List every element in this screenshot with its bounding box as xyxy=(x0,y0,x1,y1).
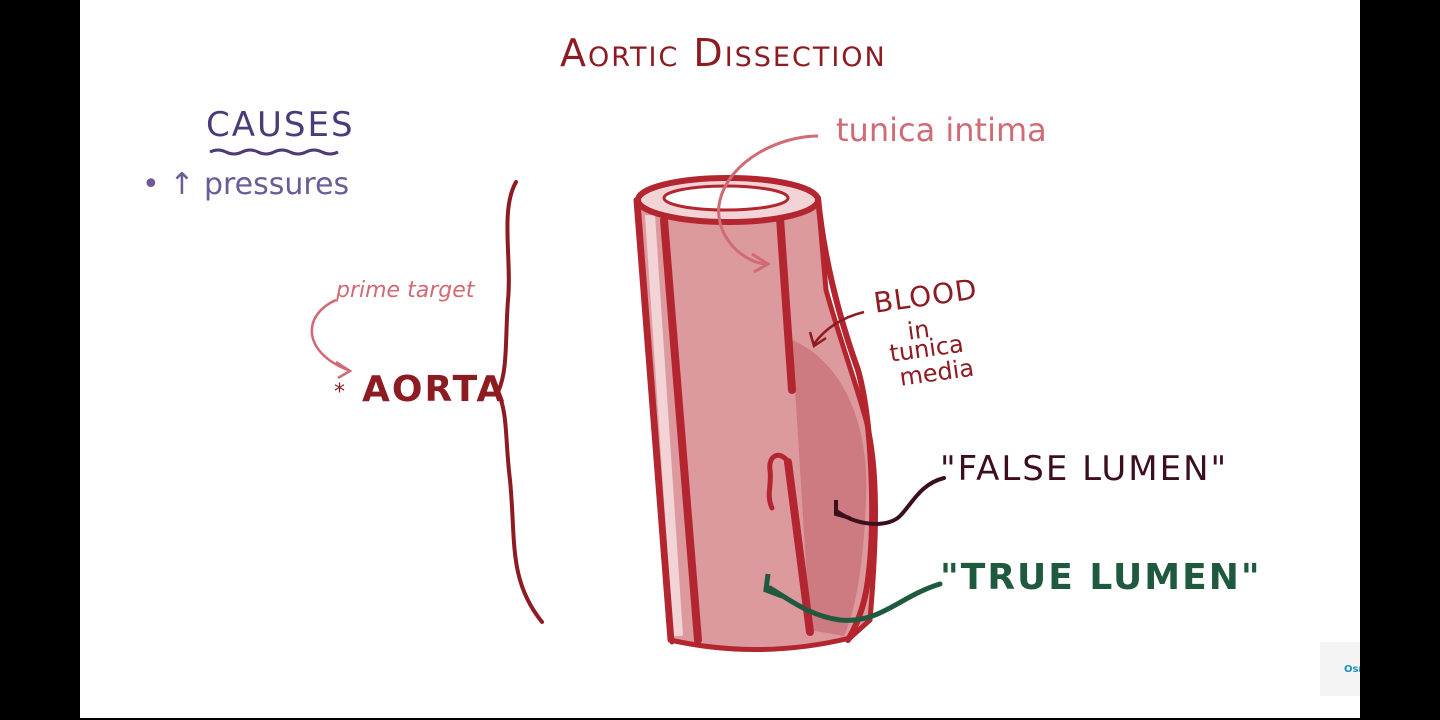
true-lumen-label: "TRUE LUMEN" xyxy=(940,557,1262,598)
false-lumen-label: "FALSE LUMEN" xyxy=(940,449,1229,489)
curly-brace xyxy=(495,180,544,624)
intima-flap-upper xyxy=(776,214,796,394)
false-lumen-arrow xyxy=(836,476,946,526)
tunica-intima-arrow xyxy=(717,134,819,266)
vessel-wall-left-outer xyxy=(635,199,675,645)
star-icon: * xyxy=(334,380,345,405)
blood-arrow xyxy=(812,310,865,345)
vessel-wall-right xyxy=(815,195,876,643)
intima-flap-lower xyxy=(784,458,814,636)
causes-item: • ↑ pressures xyxy=(142,170,349,200)
causes-item-label: pressures xyxy=(203,167,350,202)
bullet-icon: • xyxy=(142,167,160,202)
true-lumen-arrowhead xyxy=(763,573,783,599)
true-lumen-arrow xyxy=(767,581,943,623)
watermark-text: Osmosis xyxy=(1343,663,1360,675)
intima-tear-hook xyxy=(766,452,791,511)
vessel-lumen-top xyxy=(662,184,790,212)
causes-underline xyxy=(209,148,339,156)
false-lumen-region xyxy=(792,340,867,636)
blood-arrowhead xyxy=(808,331,827,348)
causes-heading: CAUSES xyxy=(206,105,355,145)
tunica-intima-arrowhead xyxy=(751,252,771,274)
aorta-label: AORTA xyxy=(362,369,507,410)
false-lumen-arrowhead xyxy=(834,500,851,520)
watermark-logo: Osmosis xyxy=(1320,642,1360,696)
page-title: Aortic Dissection xyxy=(560,31,887,75)
up-arrow-icon: ↑ xyxy=(169,167,195,202)
aorta-illustration xyxy=(209,134,946,652)
vessel-inner-wall xyxy=(645,214,683,637)
letterbox-left xyxy=(0,0,80,720)
prime-target-annotation: prime target xyxy=(336,278,475,303)
prime-target-arrowhead xyxy=(335,360,353,380)
whiteboard-canvas: Aortic Dissection CAUSES • ↑ pressures p… xyxy=(80,0,1360,718)
vessel-wall-left xyxy=(660,216,702,644)
letterbox-right xyxy=(1360,0,1440,720)
prime-target-arrow xyxy=(310,298,349,372)
tunica-intima-label: tunica intima xyxy=(836,111,1047,149)
